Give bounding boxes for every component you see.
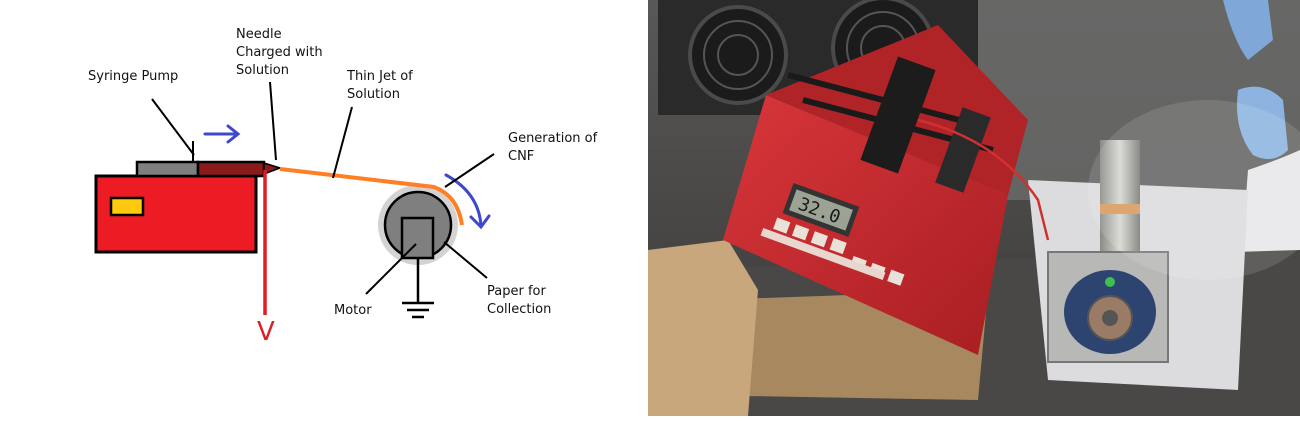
label-needle-line1: Needle xyxy=(236,27,282,42)
rotation-arrow xyxy=(444,173,491,230)
label-needle-line3: Solution xyxy=(236,63,289,78)
setup-photo: 32.0 xyxy=(648,0,1300,416)
label-generation-cnf-line2: CNF xyxy=(508,149,535,164)
photo-lcd xyxy=(789,189,853,231)
label-generation-cnf-line1: Generation of xyxy=(508,131,598,146)
lamp-glow xyxy=(1088,100,1300,280)
photo-logo-strip xyxy=(760,228,886,280)
wood-block xyxy=(648,240,758,416)
label-thin-jet-line2: Solution xyxy=(347,87,400,102)
label-generation-cnf: Generation of CNF xyxy=(508,130,597,166)
pump-carriage xyxy=(860,56,936,174)
needle xyxy=(263,161,283,176)
pump-display xyxy=(109,196,145,217)
pump-direction-arrow xyxy=(203,124,241,144)
thin-jet xyxy=(279,167,464,226)
syringe-plunger xyxy=(196,160,266,178)
label-motor: Motor xyxy=(334,303,372,318)
label-needle-line2: Charged with xyxy=(236,45,323,60)
pump-clamp xyxy=(935,107,991,193)
label-paper-line2: Collection xyxy=(487,302,552,317)
photo-pump-body xyxy=(723,95,1008,355)
syringe-barrel xyxy=(135,160,200,178)
photo-drum xyxy=(1100,140,1140,260)
label-thin-jet: Thin Jet of Solution xyxy=(347,68,413,104)
motor-box xyxy=(400,216,435,260)
setup-photo-svg: 32.0 xyxy=(648,0,1300,416)
red-tubing xyxy=(917,118,1050,241)
schematic-diagram: Syringe Pump Needle Charged with Solutio… xyxy=(0,0,648,416)
label-paper-collection: Paper for Collection xyxy=(487,283,551,319)
blue-glove xyxy=(1223,0,1273,60)
label-paper-line1: Paper for xyxy=(487,284,546,299)
leader-lines xyxy=(151,81,495,295)
photo-drum-band xyxy=(1100,204,1140,214)
label-needle: Needle Charged with Solution xyxy=(236,26,323,80)
label-thin-jet-line1: Thin Jet of xyxy=(347,69,413,84)
label-voltage: V xyxy=(257,317,275,347)
schematic-svg xyxy=(94,81,495,319)
label-syringe-pump: Syringe Pump xyxy=(88,69,179,84)
bearing-center xyxy=(1102,310,1118,326)
blue-glove-2 xyxy=(1237,86,1288,159)
grease-fitting xyxy=(1105,277,1115,287)
ground-symbol xyxy=(402,258,434,319)
